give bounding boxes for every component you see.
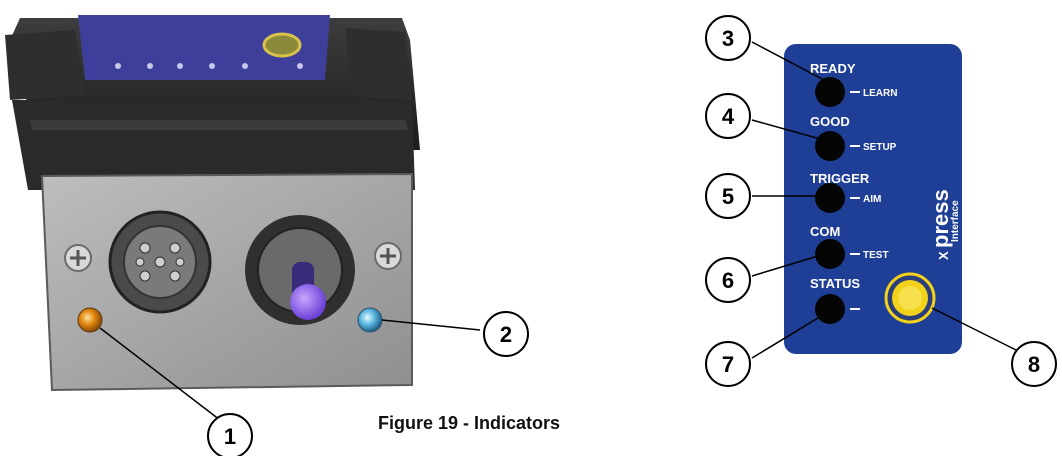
indicator-sublabel: TEST <box>863 250 889 261</box>
indicator-label: GOOD <box>810 114 850 129</box>
blue-led <box>357 307 383 333</box>
callout-number: 7 <box>722 352 734 377</box>
indicator-com: COM TEST <box>810 224 889 269</box>
callout-3: 3 <box>705 15 751 61</box>
xpress-panel: READY LEARN GOOD SETUP TRIGGER AIM COM T… <box>751 41 1017 359</box>
indicator-trigger: TRIGGER AIM <box>810 171 881 213</box>
scanner-body-highlight <box>30 120 408 130</box>
callout-line-6 <box>751 255 819 277</box>
indicator-sublabel: AIM <box>863 194 881 205</box>
callout-line-4 <box>751 119 825 141</box>
callout-number: 4 <box>722 104 735 129</box>
callout-8: 8 <box>1011 341 1057 387</box>
screw-right <box>374 242 402 270</box>
callout-6: 6 <box>705 257 751 303</box>
indicator-good: GOOD SETUP <box>810 114 897 161</box>
indicator-label: TRIGGER <box>810 171 870 186</box>
indicator-ready: READY LEARN <box>810 61 897 107</box>
callout-number: 5 <box>722 184 734 209</box>
scanner-device <box>5 15 481 421</box>
scanner-top-ridge-right <box>345 28 412 100</box>
callout-line-3 <box>751 41 825 81</box>
indicator-label: STATUS <box>810 276 860 291</box>
indicator-status: STATUS <box>810 276 860 324</box>
callout-7: 7 <box>705 341 751 387</box>
figure-caption: Figure 19 - Indicators <box>378 413 561 433</box>
orange-led <box>77 307 103 333</box>
callout-number: 1 <box>224 424 236 449</box>
callout-number: 2 <box>500 322 512 347</box>
indicator-sublabel: LEARN <box>863 88 897 99</box>
scanner-top-button <box>262 32 302 58</box>
callout-line-7 <box>751 317 819 359</box>
brand-x: X <box>936 251 951 260</box>
callout-2: 2 <box>483 311 529 357</box>
optical-window <box>245 215 355 325</box>
callout-line-1 <box>99 327 221 421</box>
indicator-sublabel: SETUP <box>863 142 897 153</box>
brand-sub: Interface <box>950 200 961 242</box>
indicator-label: COM <box>810 224 840 239</box>
callout-5: 5 <box>705 173 751 219</box>
scanner-top-ridge <box>5 30 85 100</box>
indicator-label: READY <box>810 61 856 76</box>
callout-line-2 <box>381 319 481 331</box>
callout-line-8 <box>931 307 1017 351</box>
scanner-top-label <box>78 15 330 80</box>
scanner-top-label-dots <box>115 63 303 69</box>
callout-number: 8 <box>1028 352 1040 377</box>
callout-4: 4 <box>705 93 751 139</box>
callout-number: 3 <box>722 26 734 51</box>
callout-number: 6 <box>722 268 734 293</box>
connector-port <box>108 210 212 314</box>
push-button <box>884 272 936 324</box>
brand-main: press <box>928 189 953 248</box>
callout-1: 1 <box>207 413 253 456</box>
scanner-front-plate <box>40 172 413 392</box>
screw-left <box>64 244 92 272</box>
xpress-logo: X press Interface <box>928 189 961 260</box>
